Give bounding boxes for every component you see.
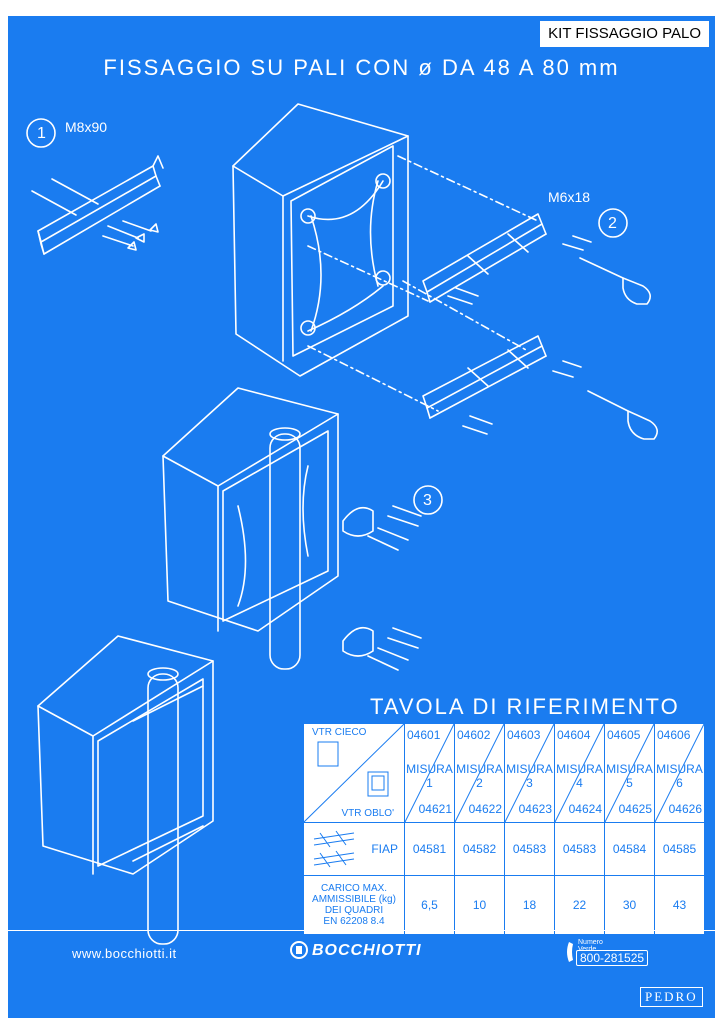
bocchiotti-logo-icon	[290, 941, 308, 959]
load-cell: 43	[654, 875, 705, 935]
assembly-illustration: M8x90 M6x18 1 2 3	[26, 103, 658, 945]
fiap-label-cell: FIAP	[303, 822, 405, 876]
table-title: TAVOLA DI RIFERIMENTO	[370, 694, 680, 719]
step-1-marker	[26, 118, 56, 148]
fiap-cell: 04582	[454, 822, 505, 876]
load-cell: 22	[554, 875, 605, 935]
step-2-marker	[598, 208, 628, 238]
numero-verde-label: Numero Verde	[578, 939, 603, 953]
fiap-cell: 04585	[654, 822, 705, 876]
load-cell: 6,5	[404, 875, 455, 935]
bracket-step-1	[31, 155, 164, 255]
header-diagonal	[304, 724, 404, 822]
vtr-cieco-label: VTR CIECO	[312, 727, 367, 738]
table-row-fiap: FIAP 04581 04582 04583 04583 04584 04585	[303, 822, 705, 876]
step-3-number: 3	[423, 492, 432, 509]
phone-icon	[567, 942, 573, 962]
brand-logo: BOCCHIOTTI	[312, 942, 422, 959]
designer-logo: PEDRO	[640, 987, 703, 1007]
footer-divider	[8, 930, 715, 931]
step-3-marker	[413, 485, 443, 515]
screw-m8x90-label: M8x90	[65, 119, 107, 135]
enclosure-middle	[162, 387, 339, 670]
enclosure-bottom	[37, 635, 214, 945]
vtr-header-cell: VTR CIECO VTR OBLO'	[303, 723, 405, 823]
step-2-number: 2	[608, 215, 617, 232]
bracket-step-2b	[422, 335, 658, 440]
load-label-cell: CARICO MAX. AMMISSIBILE (kg) DEI QUADRI …	[303, 875, 405, 935]
website-link[interactable]: www.bocchiotti.it	[72, 946, 177, 961]
load-cell: 18	[504, 875, 555, 935]
fiap-cell: 04583	[504, 822, 555, 876]
kit-badge: KIT FISSAGGIO PALO	[538, 19, 711, 49]
load-cell: 10	[454, 875, 505, 935]
step-1-number: 1	[37, 125, 46, 142]
phone-number: 800-281525	[576, 950, 649, 966]
clamps-step-3	[342, 505, 422, 671]
enclosure-top	[232, 103, 409, 377]
fiap-accessory-icon	[313, 830, 355, 868]
fiap-cell: 04584	[604, 822, 655, 876]
vtr-oblo-label: VTR OBLO'	[341, 808, 394, 819]
table-row-load: CARICO MAX. AMMISSIBILE (kg) DEI QUADRI …	[303, 875, 705, 935]
page-title: FISSAGGIO SU PALI CON ø DA 48 A 80 mm	[103, 55, 620, 80]
bracket-step-2	[422, 213, 651, 305]
load-cell: 30	[604, 875, 655, 935]
fiap-cell: 04581	[404, 822, 455, 876]
kit-badge-label: KIT FISSAGGIO PALO	[548, 25, 701, 42]
screw-m6x18-label: M6x18	[548, 189, 590, 205]
fiap-cell: 04583	[554, 822, 605, 876]
